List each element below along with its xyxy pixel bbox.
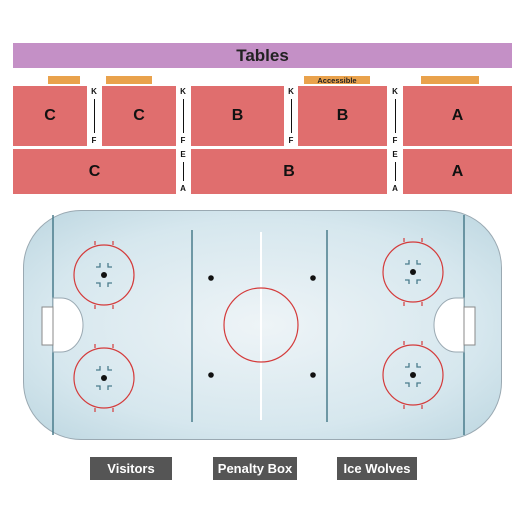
faceoff-dot xyxy=(309,274,316,281)
aisle-bottom-label: F xyxy=(392,136,398,145)
faceoff-dot xyxy=(207,371,214,378)
home-bench[interactable]: Ice Wolves xyxy=(337,457,417,480)
aisle-top-label: K xyxy=(91,87,97,96)
aisle-line xyxy=(182,162,184,181)
section-b-top-right[interactable]: B xyxy=(298,86,387,146)
aisle-ea-2: E A xyxy=(389,150,401,193)
rink-markings xyxy=(41,214,475,435)
section-label: A xyxy=(451,107,464,124)
strip-c1 xyxy=(48,76,80,84)
aisle-top-label: K xyxy=(392,87,398,96)
faceoff-circle-right-top xyxy=(381,237,444,306)
aisle-bottom-label: A xyxy=(392,184,398,193)
faceoff-circle-left-bottom xyxy=(72,343,135,412)
accessible-label: Accessible xyxy=(317,75,357,85)
section-c-top-right[interactable]: C xyxy=(102,86,176,146)
aisle-top-label: K xyxy=(288,87,294,96)
aisle-line xyxy=(394,99,396,133)
goal-crease-left xyxy=(52,297,83,352)
aisle-top-label: E xyxy=(392,150,398,159)
faceoff-dot xyxy=(309,371,316,378)
aisle-top-label: K xyxy=(180,87,186,96)
aisle-line xyxy=(290,99,292,133)
section-c-bottom[interactable]: C xyxy=(13,149,176,194)
section-label: A xyxy=(451,162,464,180)
section-a-bottom[interactable]: A xyxy=(403,149,512,194)
aisle-ea-1: E A xyxy=(177,150,189,193)
section-a-top[interactable]: A xyxy=(403,86,512,146)
visitors-bench[interactable]: Visitors xyxy=(90,457,172,480)
section-label: B xyxy=(231,107,244,124)
section-c-top-left[interactable]: C xyxy=(13,86,87,146)
section-label: C xyxy=(88,162,101,180)
tables-label: Tables xyxy=(236,45,289,65)
strip-c2 xyxy=(106,76,152,84)
aisle-line xyxy=(93,99,95,133)
aisle-kf-3: K F xyxy=(285,87,297,145)
ice-rink xyxy=(23,210,502,440)
section-label: C xyxy=(133,107,145,124)
penalty-box[interactable]: Penalty Box xyxy=(213,457,297,480)
aisle-bottom-label: A xyxy=(180,184,186,193)
aisle-bottom-label: F xyxy=(180,136,186,145)
aisle-line xyxy=(182,99,184,133)
goal-net-right xyxy=(463,306,475,345)
aisle-kf-2: K F xyxy=(177,87,189,145)
center-circle xyxy=(222,286,299,363)
aisle-kf-1: K F xyxy=(88,87,100,145)
accessible-strip[interactable]: Accessible xyxy=(304,75,370,85)
aisle-kf-4: K F xyxy=(389,87,401,145)
tables-area[interactable]: Tables xyxy=(13,43,512,68)
goal-net-left xyxy=(41,306,53,345)
section-label: B xyxy=(336,107,349,124)
visitors-label: Visitors xyxy=(107,461,155,476)
section-b-bottom[interactable]: B xyxy=(191,149,387,194)
faceoff-dot xyxy=(207,274,214,281)
goal-crease-right xyxy=(433,297,464,352)
faceoff-circle-left-top xyxy=(72,240,135,309)
penalty-box-label: Penalty Box xyxy=(217,461,293,476)
aisle-top-label: E xyxy=(180,150,186,159)
aisle-line xyxy=(394,162,396,181)
section-label: C xyxy=(44,107,56,124)
aisle-bottom-label: F xyxy=(91,136,97,145)
section-label: B xyxy=(283,162,295,180)
home-label: Ice Wolves xyxy=(343,461,411,476)
faceoff-circle-right-bottom xyxy=(381,340,444,409)
aisle-bottom-label: F xyxy=(288,136,294,145)
strip-a xyxy=(421,76,479,84)
section-b-top-left[interactable]: B xyxy=(191,86,284,146)
